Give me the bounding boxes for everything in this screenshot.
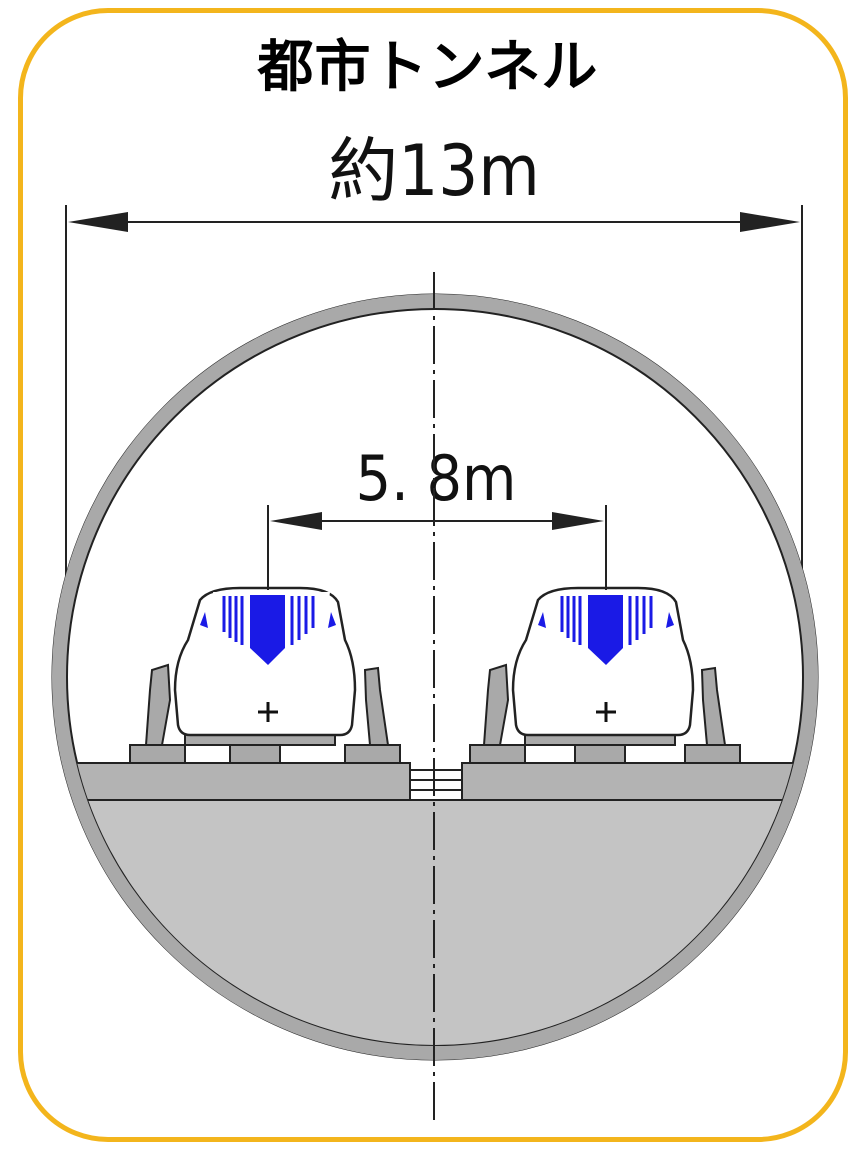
track-spacing-dimension: 5. 8m: [267, 442, 607, 590]
arrow-right-icon: [552, 512, 604, 530]
left-track-center-icon: [258, 702, 278, 722]
left-train-stripes-icon: [200, 592, 336, 668]
arrow-left-icon: [68, 212, 128, 232]
arrow-left-icon: [270, 512, 322, 530]
right-track-center-icon: [596, 702, 616, 722]
overall-width-label: 約13m: [328, 130, 539, 212]
left-train: [173, 586, 357, 737]
arrow-right-icon: [740, 212, 800, 232]
track-spacing-label: 5. 8m: [356, 442, 517, 515]
left-track-bed: [129, 663, 401, 764]
overall-width-dimension: 約13m: [65, 130, 803, 625]
right-train: [511, 586, 695, 737]
diagram-title: 都市トンネル: [257, 35, 599, 100]
right-train-stripes-icon: [538, 595, 674, 665]
